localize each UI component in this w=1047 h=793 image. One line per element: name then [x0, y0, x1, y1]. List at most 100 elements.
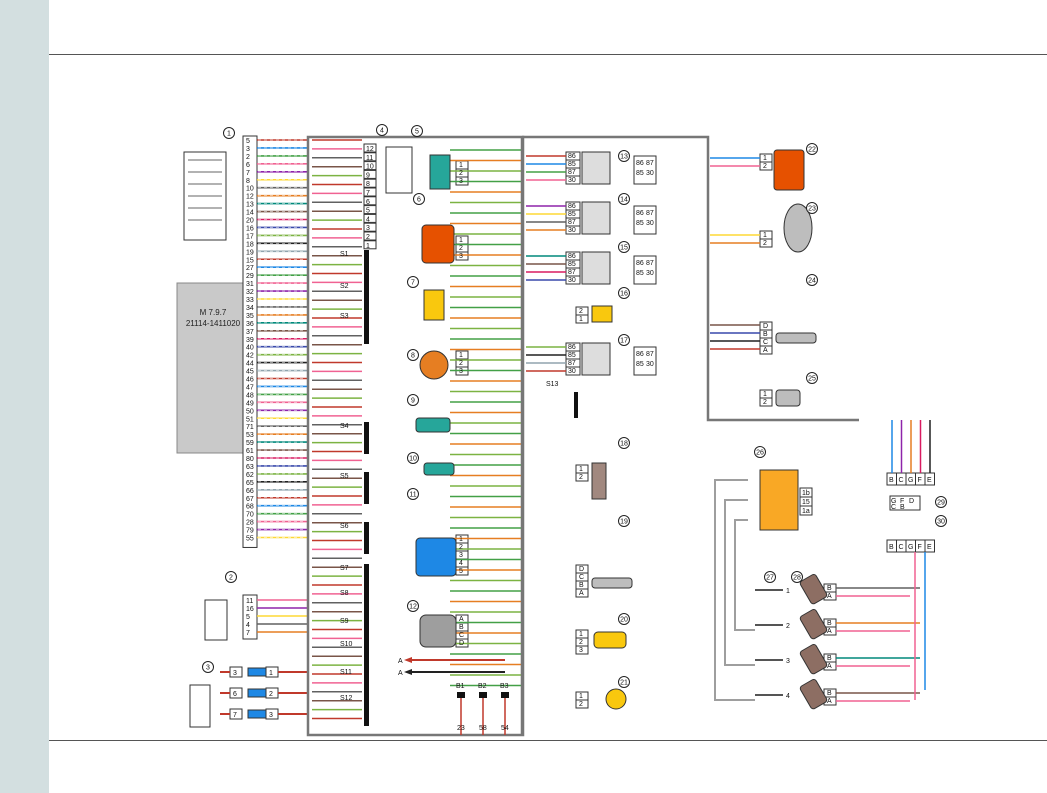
- ecu-pin-label: 53: [246, 432, 254, 439]
- splice-label: S11: [340, 669, 352, 676]
- callout-number: 12: [409, 604, 417, 611]
- connector2-pin-label: 7: [246, 630, 250, 637]
- callout-number: 5: [415, 129, 419, 136]
- connector2-column: [242, 594, 258, 640]
- relay-socket-pin: 30: [646, 220, 654, 227]
- connector29-pin-label: C: [899, 477, 904, 484]
- relay-terminal-label: 87: [568, 219, 576, 226]
- connector29-sub-label: G: [891, 498, 896, 505]
- connector4-pin-box: [363, 205, 377, 215]
- injector-pin-label: B: [827, 585, 832, 592]
- connector4-pin-label: 1: [366, 243, 370, 250]
- ground-terminal: [501, 692, 509, 698]
- injector-body: [799, 608, 828, 640]
- connector30-pin-label: G: [908, 544, 913, 551]
- relay-socket-pin: 86: [636, 210, 644, 217]
- ground-terminal: [457, 692, 465, 698]
- callout-number: 30: [937, 519, 945, 526]
- ecu-pin-label: 42: [246, 353, 254, 360]
- connector30-pin-box: [924, 539, 935, 553]
- relay-block-body: [189, 684, 211, 728]
- connector4-pin-box: [363, 152, 377, 162]
- ecu-pin-label: 40: [246, 345, 254, 352]
- connector30-pin-label: C: [899, 544, 904, 551]
- callout-circle: [806, 372, 818, 384]
- relay-socket-pin: 85: [636, 270, 644, 277]
- callout-number: 7: [411, 280, 415, 287]
- callout-number: 21: [620, 680, 628, 687]
- ignition-pin-label: 1a: [802, 508, 810, 515]
- relay-terminal-label: 87: [568, 360, 576, 367]
- callout-circle: [935, 515, 947, 527]
- labels: M 7.9.721114-141102053267810121314201617…: [186, 128, 945, 733]
- ecu-pin-label: 34: [246, 305, 254, 312]
- ecu-pin-label: 16: [246, 225, 254, 232]
- splice-label: S13: [546, 381, 559, 388]
- relay-terminal-label: 85: [568, 261, 576, 268]
- relay-socket-pin: 87: [646, 210, 654, 217]
- ground-label: В2: [478, 683, 487, 690]
- callout-circle: [806, 274, 818, 286]
- callout-number: 8: [411, 353, 415, 360]
- fuse-relay-16-pin-label: 1: [579, 316, 583, 323]
- callout-circle: [407, 488, 419, 500]
- component-25-body: [775, 389, 801, 407]
- fuse-right-label: 1: [269, 670, 273, 677]
- splice-label: S1: [340, 251, 349, 258]
- maf-pin-label: 1: [459, 536, 463, 543]
- callout-circle: [618, 334, 630, 346]
- relay-socket-pin: 85: [636, 170, 644, 177]
- relay-socket-pin: 86: [636, 260, 644, 267]
- callout-number: 16: [620, 291, 628, 298]
- ecu-pin-label: 61: [246, 448, 254, 455]
- arrow-label: A: [398, 658, 403, 665]
- relay-body: [581, 251, 611, 285]
- relay-socket-pin: 87: [646, 351, 654, 358]
- ecu-housing: [176, 282, 244, 454]
- injector-number: 2: [786, 623, 790, 630]
- component-22-pin-label: 1: [763, 155, 767, 162]
- callout-number: 18: [620, 441, 628, 448]
- callout-number: 6: [417, 197, 421, 204]
- component-23-fan: [783, 203, 813, 253]
- callout-circle: [618, 193, 630, 205]
- splice-label: S5: [340, 473, 349, 480]
- ecu-pin-label: 50: [246, 408, 254, 415]
- sensor-8-pin-label: 2: [459, 360, 463, 367]
- callout-number: 23: [808, 206, 816, 213]
- sensor-20-pin-label: 1: [579, 631, 583, 638]
- sensor-19-pin-label: C: [579, 574, 584, 581]
- sensor-5-pin-label: 1: [459, 162, 463, 169]
- connector29-sub-label: C: [891, 504, 896, 511]
- callout-circle: [411, 125, 423, 137]
- injector-pin-label: A: [827, 593, 832, 600]
- ecu-pin-label: 62: [246, 472, 254, 479]
- splice-bar: [364, 694, 369, 726]
- ecu-pin-label: 70: [246, 512, 254, 519]
- callout-number: 26: [756, 450, 764, 457]
- relay-terminal-label: 85: [568, 211, 576, 218]
- sensor-6-pin-label: 1: [459, 237, 463, 244]
- ecu-pin-label: 35: [246, 313, 254, 320]
- components: [202, 124, 947, 726]
- relay-body: [581, 342, 611, 376]
- hv-lead: [734, 519, 755, 631]
- ecu-pin-label: 15: [246, 257, 254, 264]
- callout-circle: [407, 349, 419, 361]
- connector29-pin-label: G: [908, 477, 913, 484]
- ground-pin-label: 58: [479, 725, 487, 732]
- injector-pin-label: A: [827, 698, 832, 705]
- sensor-19-pin-label: D: [579, 566, 584, 573]
- callout-circle: [413, 193, 425, 205]
- sensor-6-pin-box: [455, 251, 469, 261]
- component-22-pin-label: 2: [763, 163, 767, 170]
- ecu-pin-label: 19: [246, 249, 254, 256]
- injector-pin-label: A: [827, 628, 832, 635]
- ecu-pin-label: 47: [246, 384, 254, 391]
- connector30-pin-label: F: [918, 544, 922, 551]
- splice-bar: [364, 589, 369, 621]
- connector29-sub-label: B: [900, 504, 905, 511]
- injector-pin-label: B: [827, 690, 832, 697]
- ground-label: В3: [500, 683, 509, 690]
- component-24-body: [775, 332, 817, 344]
